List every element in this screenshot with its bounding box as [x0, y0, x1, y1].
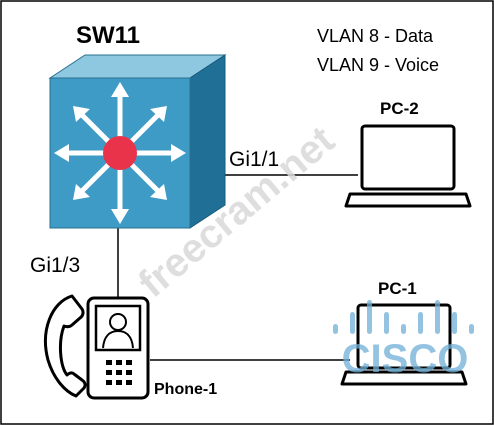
vlan-voice-label: VLAN 9 - Voice [317, 55, 439, 75]
cisco-bar [435, 300, 440, 334]
cisco-bar [469, 324, 474, 334]
cisco-bar [452, 312, 457, 334]
ip-phone-icon[interactable] [44, 294, 150, 400]
pc1-laptop-icon[interactable] [340, 303, 468, 386]
phone-label: Phone-1 [154, 381, 217, 398]
switch-sw11-icon[interactable] [48, 54, 227, 229]
port-gi13-label: Gi1/3 [30, 254, 80, 277]
cisco-bar [333, 324, 338, 334]
switch-arrows [61, 90, 179, 216]
pc1-label: PC-1 [378, 279, 417, 298]
cisco-bar [350, 312, 355, 334]
pc1-screen [356, 303, 452, 370]
pc2-screen [360, 124, 456, 191]
cisco-bar [384, 312, 389, 334]
pc2-laptop-icon[interactable] [344, 124, 472, 208]
pc1-base [340, 370, 468, 386]
cisco-bar [418, 312, 423, 334]
phone-person-body [102, 329, 134, 349]
phone-person-head [109, 313, 127, 331]
cisco-bars-icon [333, 300, 474, 334]
cisco-watermark-text: CISCO [342, 337, 469, 381]
port-gi11-label: Gi1/1 [229, 148, 279, 171]
phone-keypad [106, 360, 132, 385]
phone-handset-icon [44, 294, 87, 398]
cisco-bar [367, 300, 372, 334]
vlan-data-label: VLAN 8 - Data [317, 26, 434, 46]
cisco-bar [401, 324, 406, 334]
switch-name-label: SW11 [76, 22, 140, 49]
pc2-base [344, 192, 472, 208]
pc2-label: PC-2 [380, 99, 419, 118]
cisco-watermark: CISCO [333, 300, 474, 381]
switch-center-hub [103, 136, 137, 170]
switch-arrowheads [54, 82, 186, 224]
